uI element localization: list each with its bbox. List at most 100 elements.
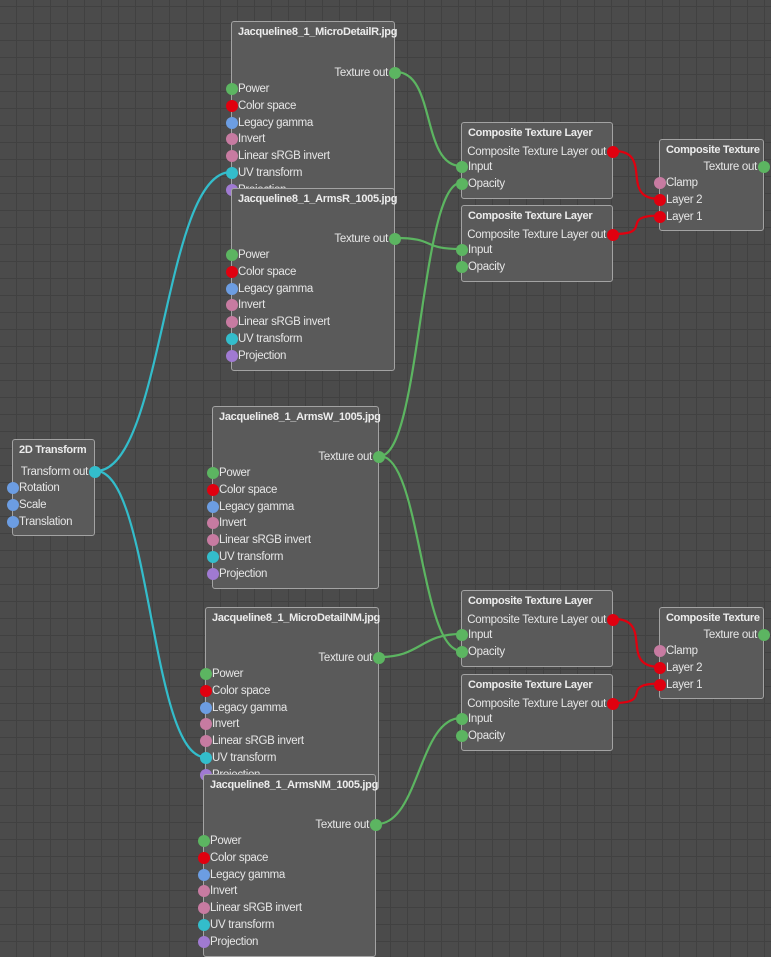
input-port-icon[interactable]: [456, 713, 468, 725]
output-port-icon[interactable]: [370, 819, 382, 831]
input-port-icon[interactable]: [226, 99, 238, 112]
output-port-icon[interactable]: [373, 652, 385, 664]
input-port-icon[interactable]: [200, 701, 212, 714]
input-port-icon[interactable]: [200, 668, 212, 680]
input-port-icon[interactable]: [200, 735, 212, 748]
input-label: Projection: [219, 567, 268, 580]
node-title: Composite Texture Layer: [468, 595, 593, 607]
output-port-icon[interactable]: [607, 229, 619, 241]
input-port-icon[interactable]: [654, 210, 666, 223]
input-label: Linear sRGB invert: [212, 735, 304, 748]
input-port-icon[interactable]: [226, 349, 238, 362]
wire-transform-2d-to-tex-microdetail-nm[interactable]: [95, 469, 206, 759]
output-label: Texture out: [318, 652, 372, 664]
output-port-icon[interactable]: [758, 629, 770, 641]
output-port-icon[interactable]: [89, 466, 101, 478]
input-port-icon[interactable]: [207, 567, 219, 580]
input-label: Layer 1: [666, 210, 703, 223]
input-port-icon[interactable]: [200, 752, 212, 764]
input-port-icon[interactable]: [198, 835, 210, 847]
input-port-icon[interactable]: [198, 885, 210, 898]
input-port-icon[interactable]: [207, 534, 219, 547]
input-label: Rotation: [19, 482, 60, 494]
output-port-icon[interactable]: [607, 146, 619, 158]
input-port-icon[interactable]: [200, 718, 212, 731]
input-port-icon[interactable]: [226, 116, 238, 129]
input-port-icon[interactable]: [654, 645, 666, 657]
input-port-icon[interactable]: [207, 517, 219, 530]
input-label: Translation: [19, 515, 73, 528]
output-port-icon[interactable]: [389, 67, 401, 79]
input-port-icon[interactable]: [456, 244, 468, 256]
wire-layer-b2-to-composite-b[interactable]: [613, 682, 660, 705]
input-port-icon[interactable]: [200, 684, 212, 697]
input-port-icon[interactable]: [456, 629, 468, 641]
input-port-icon[interactable]: [226, 265, 238, 278]
wire-tex-arms-nm-to-layer-b2[interactable]: [376, 716, 462, 826]
input-port-icon[interactable]: [226, 316, 238, 329]
output-port-icon[interactable]: [389, 233, 401, 245]
input-port-icon[interactable]: [7, 515, 19, 528]
input-port-icon[interactable]: [456, 177, 468, 190]
input-port-icon[interactable]: [207, 483, 219, 496]
input-port-icon[interactable]: [456, 645, 468, 658]
input-port-icon[interactable]: [198, 851, 210, 864]
input-port-icon[interactable]: [456, 260, 468, 273]
output-label: Composite Texture Layer out: [467, 614, 606, 626]
input-port-icon[interactable]: [7, 482, 19, 494]
wire-transform-2d-to-tex-microdetail-r[interactable]: [95, 170, 232, 473]
input-port-icon[interactable]: [207, 551, 219, 563]
wire-tex-arms-w-to-layer-b1[interactable]: [379, 454, 462, 652]
output-port-icon[interactable]: [607, 698, 619, 710]
input-label: Input: [468, 713, 493, 725]
wire-layer-a2-to-composite-a[interactable]: [613, 214, 660, 236]
input-label: Power: [238, 83, 270, 95]
input-port-icon[interactable]: [198, 919, 210, 931]
wire-tex-arms-r-to-layer-a2[interactable]: [395, 236, 462, 251]
output-port-icon[interactable]: [373, 451, 385, 463]
wire-layer-a1-to-composite-a[interactable]: [613, 149, 660, 200]
input-port-icon[interactable]: [226, 150, 238, 163]
input-port-icon[interactable]: [654, 678, 666, 691]
input-port-icon[interactable]: [7, 498, 19, 511]
wire-tex-microdetail-nm-to-layer-b1[interactable]: [379, 632, 462, 659]
input-port-icon[interactable]: [226, 133, 238, 146]
output-port-icon[interactable]: [758, 161, 770, 173]
input-port-icon[interactable]: [198, 868, 210, 881]
input-port-icon[interactable]: [207, 500, 219, 513]
input-port-icon[interactable]: [226, 333, 238, 345]
input-port-icon[interactable]: [226, 299, 238, 312]
input-port-icon[interactable]: [456, 729, 468, 742]
input-port-icon[interactable]: [198, 902, 210, 915]
input-port-icon[interactable]: [226, 167, 238, 179]
input-port-icon[interactable]: [226, 249, 238, 261]
wire-tex-microdetail-r-to-layer-a1[interactable]: [395, 70, 462, 168]
input-label: Linear sRGB invert: [219, 534, 311, 547]
input-port-icon[interactable]: [654, 193, 666, 206]
output-port-icon[interactable]: [607, 614, 619, 626]
input-port-icon[interactable]: [198, 935, 210, 948]
input-label: Input: [468, 244, 493, 256]
input-port-icon[interactable]: [226, 282, 238, 295]
wire-layer-b1-to-composite-b[interactable]: [613, 617, 660, 668]
input-port-icon[interactable]: [226, 83, 238, 95]
input-port-icon[interactable]: [456, 161, 468, 173]
input-label: Legacy gamma: [210, 868, 286, 881]
input-port-icon[interactable]: [654, 177, 666, 189]
input-label: Opacity: [468, 260, 505, 273]
input-port-icon[interactable]: [654, 661, 666, 674]
input-label: Legacy gamma: [212, 701, 288, 714]
input-port-icon[interactable]: [207, 467, 219, 479]
